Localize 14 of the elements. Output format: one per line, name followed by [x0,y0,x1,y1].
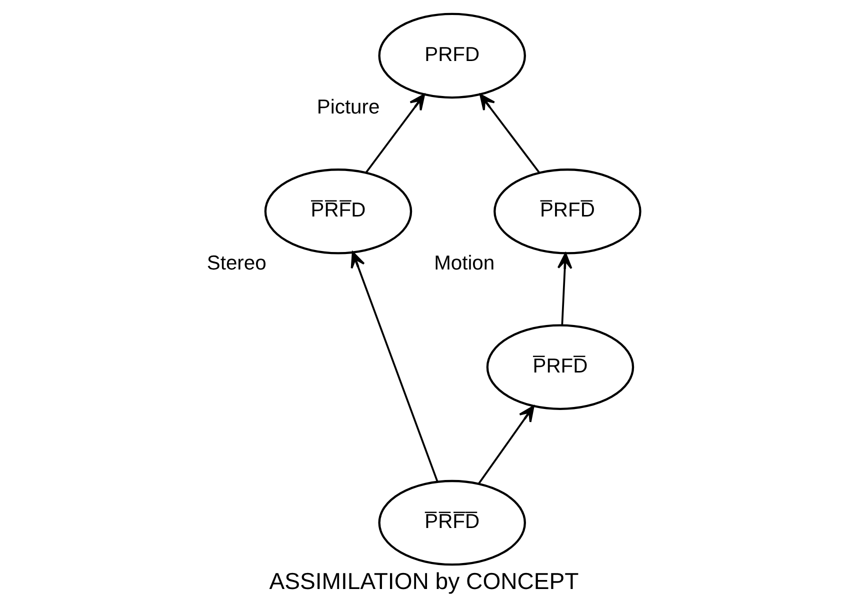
arrow [350,251,438,482]
caption: ASSIMILATION by CONCEPT [268,568,578,594]
node-label: Picture [316,96,380,119]
node-ellipse: P̅R̅F̅D [264,168,412,254]
arrow [556,252,572,326]
node-label: Stereo [206,252,266,274]
node-ellipse: P̅RFD̅ [493,168,641,254]
arrow [364,94,425,174]
node-label: Motion [434,252,494,274]
arrow [479,94,540,174]
arrow [478,405,534,484]
node-ellipse: PRFD [378,12,526,99]
node-ellipse: P̅RFD̅ [486,324,634,410]
node-ellipse: P̅R̅F̅D̅ [378,480,526,566]
